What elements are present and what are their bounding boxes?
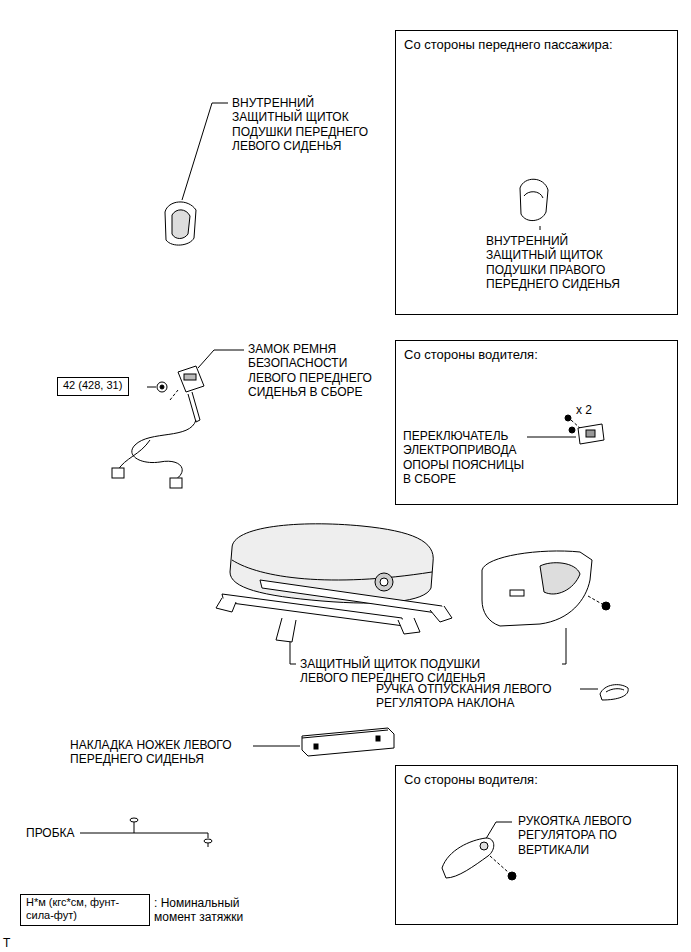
leader-lines	[80, 103, 598, 842]
cushion-shield	[482, 551, 610, 626]
part-name: x 2	[576, 403, 606, 417]
panel-heading: Со стороны переднего пассажира:	[404, 37, 669, 53]
node-text: 42 (428, 31)	[63, 379, 123, 392]
lumbar-switch	[565, 415, 604, 444]
part-name: НАКЛАДКА НОЖЕК ЛЕВОГО ПЕРЕДНЕГО СИДЕНЬЯ	[70, 738, 250, 767]
part-name: ПЕРЕКЛЮЧАТЕЛЬ ЭЛЕКТРОПРИВОДА ОПОРЫ ПОЯСН…	[403, 429, 527, 487]
part-name: ЗАМОК РЕМНЯ БЕЗОПАСНОСТИ ЛЕВОГО ПЕРЕДНЕГ…	[248, 342, 390, 400]
part-name: ЗАЩИТНЫЙ ЩИТОК ПОДУШКИ ЛЕВОГО ПЕРЕДНЕГО …	[300, 657, 520, 686]
part-name: ВНУТРЕННИЙ ЗАЩИТНЫЙ ЩИТОК ПОДУШКИ ПЕРЕДН…	[232, 96, 382, 154]
plug	[130, 818, 212, 847]
page-mark: T	[3, 936, 23, 950]
height-handle	[442, 838, 516, 880]
part-name: ВНУТРЕННИЙ ЗАЩИТНЫЙ ЩИТОК ПОДУШКИ ПРАВОГ…	[486, 234, 636, 292]
panel-heading: Со стороны водителя:	[404, 347, 669, 363]
inner-shield-left	[165, 202, 196, 245]
seat-cushion	[216, 524, 452, 642]
part-name: ПРОБКА	[26, 826, 86, 840]
inner-shield-right	[520, 179, 548, 220]
passenger-side-panel: Со стороны переднего пассажира: ВНУТРЕННИ…	[395, 30, 678, 315]
legend-note: : Номинальный момент затяжки	[154, 896, 274, 925]
torque-box: 42 (428, 31)	[57, 377, 129, 396]
part-name: РУКОЯТКА ЛЕВОГО РЕГУЛЯТОРА ПО ВЕРТИКАЛИ	[518, 814, 648, 857]
unit-box: Н*м (кгс*см, фунт-сила-фут)	[20, 894, 150, 926]
panel-heading: Со стороны водителя:	[404, 772, 669, 788]
driver-side-panel: Со стороны водителя: ПЕРЕКЛЮЧАТЕЛЬ ЭЛЕКТР…	[395, 340, 678, 505]
driver-side-panel: Со стороны водителя: РУКОЯТКА ЛЕВОГО РЕГУ…	[395, 765, 678, 925]
part-name: РУЧКА ОТПУСКАНИЯ ЛЕВОГО РЕГУЛЯТОРА НАКЛО…	[376, 682, 576, 711]
node-text: Н*м (кгс*см, фунт-сила-фут)	[26, 896, 144, 922]
release-knob	[600, 685, 628, 700]
leg-cover	[302, 728, 394, 756]
